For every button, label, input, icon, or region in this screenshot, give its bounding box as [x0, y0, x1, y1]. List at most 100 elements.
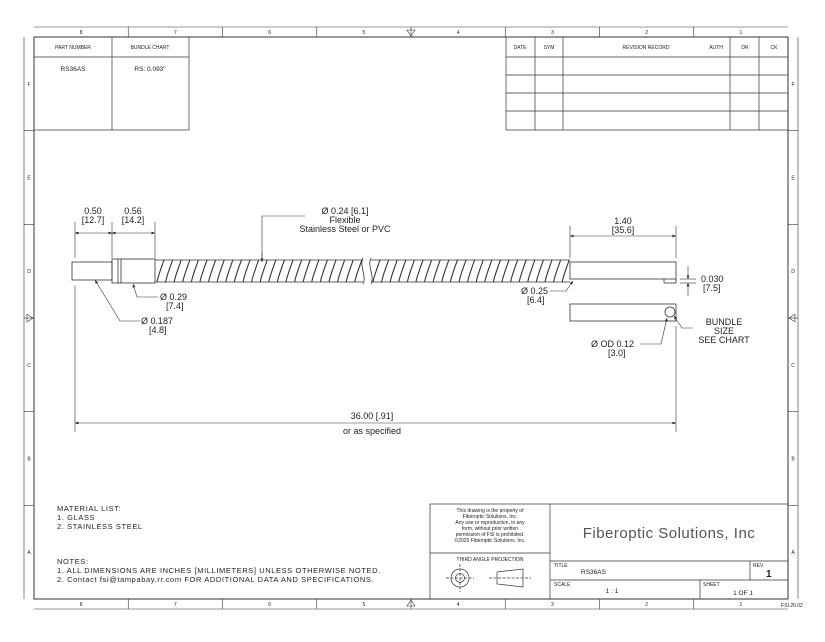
dim-140-mm: [35.6]	[612, 225, 635, 235]
spiral-turn	[276, 259, 285, 283]
spiral-turn	[285, 259, 294, 283]
zone-column-label: 6	[268, 30, 271, 36]
spiral-turn	[535, 259, 544, 283]
dim-length-note: or as specified	[343, 426, 401, 436]
part-number-value: RS36AS	[61, 66, 87, 73]
spiral-turn	[208, 259, 217, 283]
zone-row-label: C	[791, 363, 795, 369]
spiral-turn	[398, 259, 407, 283]
spiral-turn	[518, 259, 527, 283]
spiral-turn	[561, 259, 570, 283]
property-line-1: This drawing is the property of	[457, 508, 525, 514]
notes-title: NOTES:	[57, 557, 89, 566]
zone-column-label: 8	[80, 30, 83, 36]
zone-column-label: 4	[457, 30, 460, 36]
spiral-turn	[389, 259, 398, 283]
spiral-turn	[544, 259, 553, 283]
spiral-turn	[441, 259, 450, 283]
scale-value: 1 : 1	[606, 588, 619, 595]
centering-mark	[788, 313, 796, 323]
part-number-block	[33, 36, 190, 131]
ferrule	[71, 258, 156, 284]
centering-mark	[406, 29, 416, 37]
property-line-5: permission of FSI is prohibited.	[456, 532, 525, 538]
zone-column-label: 2	[645, 602, 648, 608]
zone-column-label: 4	[457, 602, 460, 608]
spiral-turn	[156, 259, 165, 283]
dim-flex-label: Flexible	[329, 215, 360, 225]
dim-0187: Ø 0.187	[141, 316, 173, 326]
property-line-6: ©2025 Fiberoptic Solutions, Inc.	[455, 537, 526, 544]
spiral-turn	[225, 259, 234, 283]
rev-header-auth: AUTH	[709, 45, 723, 51]
zone-row-label: C	[27, 363, 31, 369]
spiral-turn	[406, 259, 415, 283]
dim-0187-mm: [4.8]	[149, 325, 167, 335]
spiral-turn	[337, 259, 346, 283]
rev-header-date: DATE	[514, 45, 528, 51]
dim-056: 0.56	[124, 206, 142, 216]
material-list-title: MATERIAL LIST:	[57, 504, 121, 513]
zone-column-label: 5	[362, 30, 365, 36]
material-item-2: 2. STAINLESS STEEL	[57, 522, 143, 531]
zone-row-label: B	[791, 457, 795, 463]
rev-header-sym: SYM	[544, 45, 555, 51]
scale-label: SCALE	[554, 582, 571, 588]
dim-140: 1.40	[614, 216, 632, 226]
dim-025: Ø 0.25	[521, 286, 548, 296]
tip-end-view	[569, 303, 677, 322]
spiral-turn	[268, 259, 277, 283]
spiral-turn	[449, 259, 458, 283]
dim-0030-mm: [7.5]	[703, 283, 721, 293]
rev-label: REV	[753, 563, 764, 569]
dim-flex-material: Stainless Steel or PVC	[299, 224, 391, 234]
spiral-turn	[484, 259, 493, 283]
spiral-turn	[354, 259, 363, 283]
spiral-turn	[294, 259, 303, 283]
zone-row-label: B	[27, 457, 31, 463]
spiral-turn	[458, 259, 467, 283]
part-number-header: PART NUMBER	[55, 45, 91, 51]
spiral-turn	[372, 259, 381, 283]
zone-ticks	[24, 27, 798, 609]
zone-column-label: 8	[80, 602, 83, 608]
zone-column-label: 7	[174, 602, 177, 608]
spiral-turn	[424, 259, 433, 283]
zone-column-label: 3	[551, 602, 554, 608]
spiral-turn	[501, 259, 510, 283]
spiral-turn	[190, 259, 199, 283]
spiral-turn	[467, 259, 476, 283]
dim-050-mm: [12.7]	[82, 215, 105, 225]
revision-block	[505, 36, 789, 131]
spiral-turn	[510, 259, 519, 283]
spiral-turn	[182, 259, 191, 283]
bundle-circle	[664, 306, 676, 318]
dim-029: Ø 0.29	[160, 292, 187, 302]
zone-row-label: A	[791, 550, 795, 556]
spiral-turn	[492, 259, 501, 283]
spiral-turn	[302, 259, 311, 283]
spiral-turn	[432, 259, 441, 283]
dim-050: 0.50	[84, 206, 102, 216]
spiral-turn	[415, 259, 424, 283]
dim-length: 36.00 [.91]	[351, 411, 394, 421]
distal-tip	[569, 261, 677, 322]
spiral-turn	[259, 259, 268, 283]
property-line-4: form, without prior written	[462, 526, 518, 532]
zone-row-label: F	[791, 82, 794, 88]
bundle-chart-value: RS: 0.093"	[134, 66, 166, 73]
spiral-turn	[328, 259, 337, 283]
zone-row-label: D	[791, 269, 795, 275]
spiral-turn	[345, 259, 354, 283]
dim-flex-diameter: Ø 0.24 [6.1]	[321, 206, 368, 216]
dim-od: Ø OD 0.12	[591, 339, 634, 349]
note-2: 2. Contact fsi@tampabay.rr.com FOR ADDIT…	[57, 575, 374, 584]
sheet-value: 1 OF 1	[733, 590, 753, 597]
rev-header-record: REVISION RECORD	[623, 45, 670, 51]
spiral-turn	[173, 259, 182, 283]
drawing-code: FSI.26.02	[781, 603, 803, 609]
note-1: 1. ALL DIMENSIONS ARE INCHES [MILLIMETER…	[57, 566, 381, 575]
projection-label: THIRD ANGLE PROJECTION	[457, 557, 524, 563]
